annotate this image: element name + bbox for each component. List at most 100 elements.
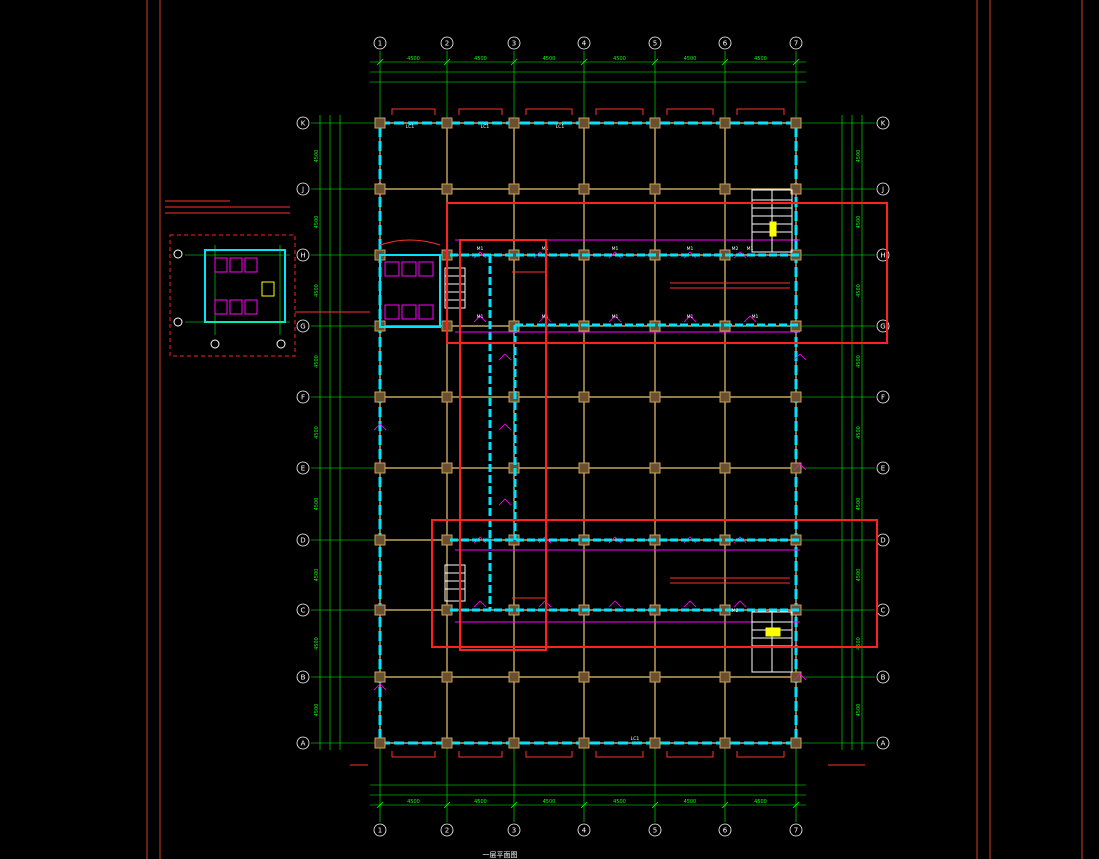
dim-left-2: 4500	[314, 637, 320, 650]
axis-bubble-bottom-1-label: 1	[378, 827, 382, 835]
dim-right-4: 4500	[856, 498, 862, 511]
dim-left-3: 4500	[314, 569, 320, 582]
column	[719, 737, 731, 749]
dim-right-1: 4500	[856, 704, 862, 717]
dim-bottom-5: 4500	[684, 799, 697, 805]
room-label-10: M1	[687, 314, 694, 320]
axis-bubble-top-4-label: 4	[582, 40, 587, 48]
dim-left-8: 4500	[314, 216, 320, 229]
axis-bubble-bottom-3	[507, 823, 521, 837]
column	[649, 391, 661, 403]
axis-bubble-top-6-label: 6	[723, 40, 728, 48]
axis-bubble-left-B	[296, 670, 310, 684]
axis-bubble-right-G-label: G	[880, 323, 885, 331]
corridor-walls	[450, 253, 800, 612]
door-symbol	[793, 673, 807, 681]
axis-bubble-top-1	[373, 36, 387, 50]
column	[790, 671, 802, 683]
axis-bubble-bottom-7	[789, 823, 803, 837]
column	[719, 117, 731, 129]
dim-top-5: 4500	[684, 56, 697, 62]
column	[719, 391, 731, 403]
stair-west	[444, 267, 466, 602]
axis-bubble-left-A	[296, 736, 310, 750]
dim-top-4: 4500	[613, 56, 626, 62]
axis-bubble-left-K	[296, 116, 310, 130]
dim-left-4: 4500	[314, 498, 320, 511]
column	[578, 462, 590, 474]
column	[719, 462, 731, 474]
axis-bubble-bottom-6-label: 6	[723, 827, 728, 835]
toilet-detail-inset	[165, 200, 370, 357]
column	[508, 671, 520, 683]
axis-bubble-bottom-1	[373, 823, 387, 837]
axis-bubble-right-F-label: F	[881, 394, 885, 402]
axis-bubble-bottom-4	[577, 823, 591, 837]
column	[649, 737, 661, 749]
dimension-lines: 4500 4500 4500 4500 4500 4500 4500 4500 4500 4500…	[314, 56, 863, 809]
column	[719, 183, 731, 195]
column	[374, 117, 386, 129]
column	[508, 117, 520, 129]
axis-bubble-top-3	[507, 36, 521, 50]
axis-bubble-right-F	[876, 390, 890, 404]
column	[578, 391, 590, 403]
dim-bottom-6: 4500	[754, 799, 767, 805]
column	[649, 183, 661, 195]
review-highlight-boxes	[431, 202, 888, 651]
axis-bubble-left-K-label: K	[301, 120, 306, 128]
axis-bubble-right-A	[876, 736, 890, 750]
axis-bubble-right-K	[876, 116, 890, 130]
door-symbol	[608, 315, 622, 323]
wall-outline	[378, 108, 798, 758]
dim-bottom-3: 4500	[543, 799, 556, 805]
door-symbol	[733, 600, 747, 608]
axis-bubble-bottom-2	[440, 823, 454, 837]
room-label-14: LC1	[481, 124, 490, 130]
axis-bubble-left-H-label: H	[300, 252, 305, 260]
dim-top-2: 4500	[474, 56, 487, 62]
column	[441, 183, 453, 195]
axis-bubble-right-J	[876, 182, 890, 196]
door-symbol	[473, 315, 487, 323]
dim-right-2: 4500	[856, 637, 862, 650]
room-label-1: M1	[477, 246, 484, 252]
column	[578, 117, 590, 129]
axis-bubble-bottom-5	[648, 823, 662, 837]
dim-left-6: 4500	[314, 355, 320, 368]
axis-bubble-left-C	[296, 603, 310, 617]
axis-bubble-top-2	[440, 36, 454, 50]
dim-bottom-1: 4500	[407, 799, 420, 805]
column	[374, 671, 386, 683]
dim-right-7: 4500	[856, 284, 862, 297]
column	[578, 671, 590, 683]
dim-bottom-2: 4500	[474, 799, 487, 805]
axis-bubble-right-E	[876, 461, 890, 475]
column	[790, 117, 802, 129]
axis-bubble-bottom-2-label: 2	[445, 827, 449, 835]
axis-bubble-top-3-label: 3	[512, 40, 516, 48]
column	[508, 183, 520, 195]
dim-right-8: 4500	[856, 216, 862, 229]
room-label-5: M1	[747, 246, 754, 252]
door-symbol	[373, 683, 387, 691]
room-label-15: LC1	[556, 124, 565, 130]
column	[578, 737, 590, 749]
axis-bubble-bottom-4-label: 4	[582, 827, 587, 835]
axis-bubble-right-B-label: B	[881, 674, 886, 682]
room-label-9: M1	[612, 314, 619, 320]
axis-bubble-right-K-label: K	[881, 120, 886, 128]
axis-bubble-top-7	[789, 36, 803, 50]
drawing-title: 一层平面图	[483, 851, 518, 859]
column	[374, 534, 386, 546]
axis-bubble-left-E	[296, 461, 310, 475]
door-symbol	[498, 498, 512, 506]
column	[441, 391, 453, 403]
dim-left-9: 4500	[314, 150, 320, 163]
axis-bubble-left-D-label: D	[300, 537, 305, 545]
stair-north-east	[751, 189, 793, 253]
column	[649, 462, 661, 474]
axis-bubble-top-1-label: 1	[378, 40, 382, 48]
column	[649, 117, 661, 129]
